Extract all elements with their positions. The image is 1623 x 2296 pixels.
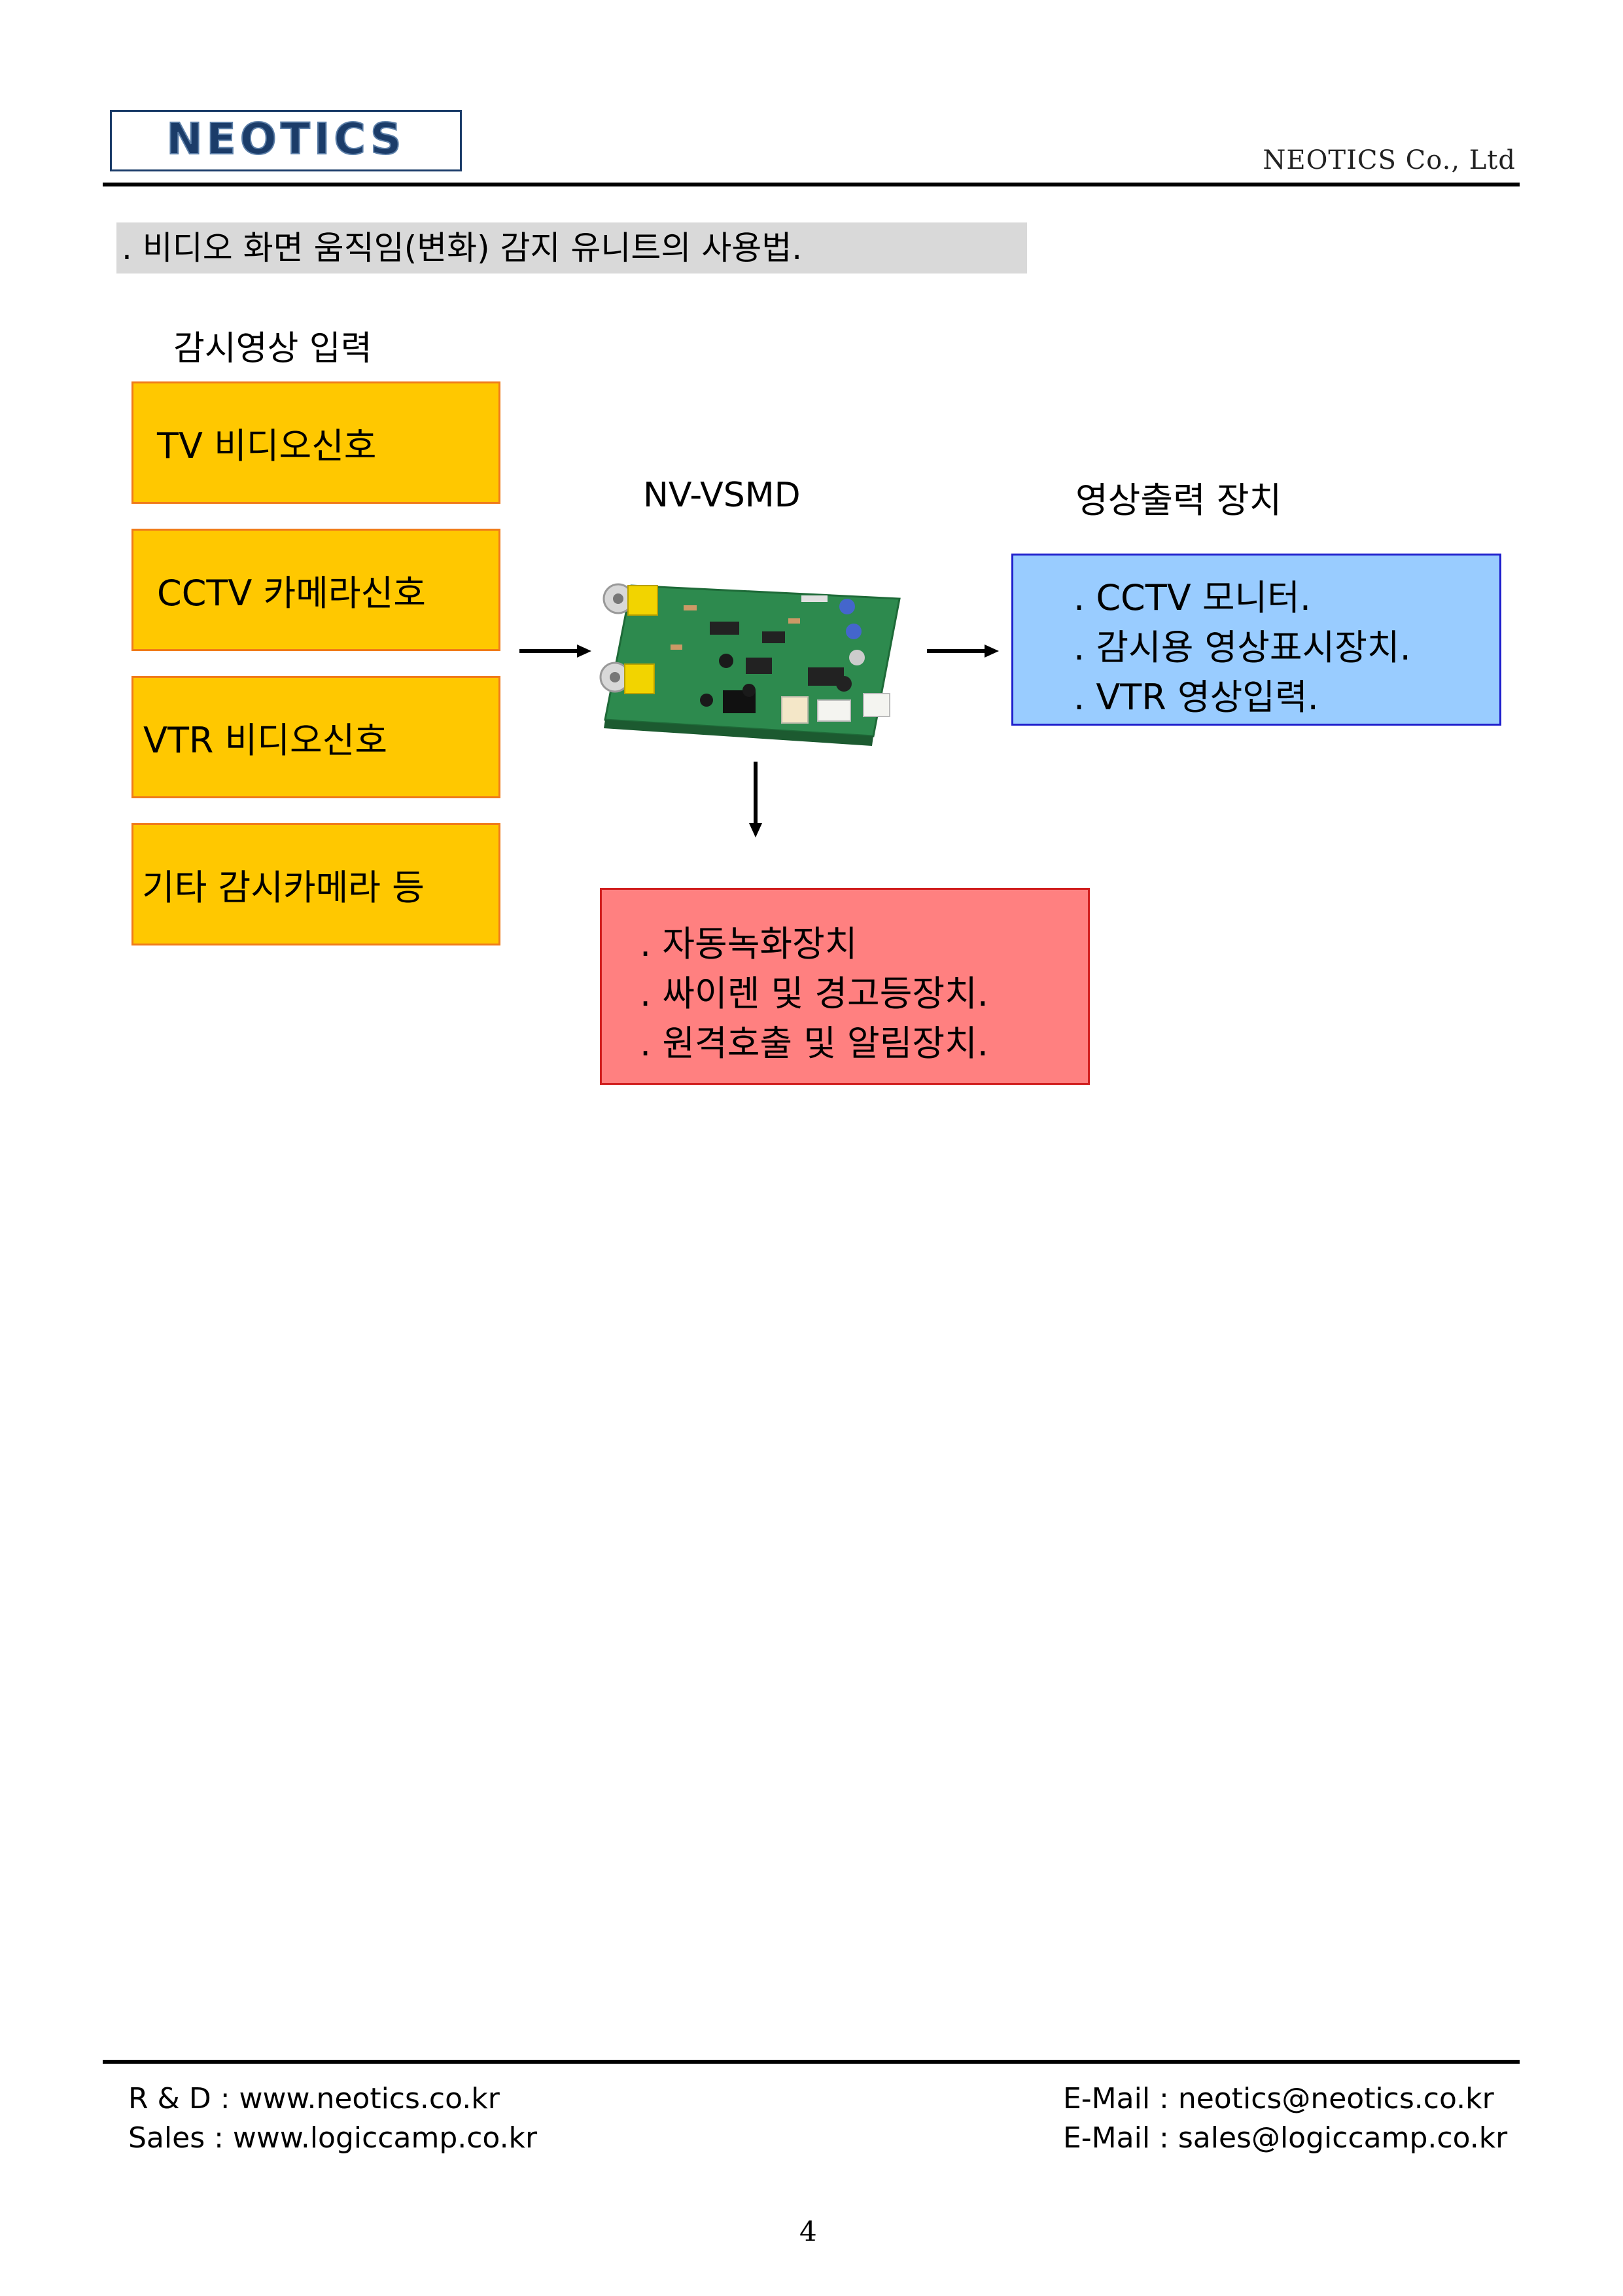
footer-email-rd: E-Mail : neotics@neotics.co.kr bbox=[1063, 2082, 1494, 2115]
input-box-other: 기타 감시카메라 등 bbox=[131, 823, 500, 945]
output-item: . 감시용 영상표시장치. bbox=[1073, 627, 1411, 668]
input-box-label: CCTV 카메라신호 bbox=[157, 573, 426, 614]
section-title: . 비디오 화면 움직임(변화) 감지 유니트의 사용법. bbox=[116, 222, 1027, 274]
footer-email-sales: E-Mail : sales@logiccamp.co.kr bbox=[1063, 2121, 1508, 2155]
input-label: 감시영상 입력 bbox=[173, 329, 372, 368]
alarm-item: . 자동녹화장치 bbox=[640, 923, 858, 964]
footer-rd: R & D : www.neotics.co.kr bbox=[128, 2082, 500, 2115]
footer-divider bbox=[103, 2060, 1520, 2064]
pcb-board-image bbox=[599, 583, 901, 746]
company-logo: NEOTICS bbox=[110, 110, 462, 171]
arrow-down-icon bbox=[749, 762, 762, 838]
input-box-tv: TV 비디오신호 bbox=[131, 381, 500, 504]
alarm-devices-box: . 자동녹화장치 . 싸이렌 및 경고등장치. . 원격호출 및 알림장치. bbox=[600, 888, 1090, 1085]
alarm-item: . 원격호출 및 알림장치. bbox=[640, 1023, 988, 1064]
input-box-label: TV 비디오신호 bbox=[157, 425, 377, 467]
output-devices-box: . CCTV 모니터. . 감시용 영상표시장치. . VTR 영상입력. bbox=[1011, 554, 1501, 726]
header-divider bbox=[103, 183, 1520, 186]
arrow-right-icon bbox=[927, 645, 999, 658]
output-item: . CCTV 모니터. bbox=[1073, 577, 1312, 618]
input-box-label: VTR 비디오신호 bbox=[143, 720, 388, 761]
input-box-label: 기타 감시카메라 등 bbox=[142, 867, 425, 908]
arrow-right-icon bbox=[519, 645, 591, 658]
footer-sales: Sales : www.logiccamp.co.kr bbox=[128, 2121, 538, 2155]
logo-text: NEOTICS bbox=[166, 114, 405, 164]
output-label: 영상출력 장치 bbox=[1075, 480, 1282, 521]
input-box-cctv: CCTV 카메라신호 bbox=[131, 529, 500, 651]
output-item: . VTR 영상입력. bbox=[1073, 677, 1319, 718]
alarm-item: . 싸이렌 및 경고등장치. bbox=[640, 973, 988, 1014]
page-number: 4 bbox=[799, 2216, 817, 2248]
company-name: NEOTICS Co., Ltd bbox=[1263, 145, 1516, 175]
input-box-vtr: VTR 비디오신호 bbox=[131, 676, 500, 798]
device-label: NV-VSMD bbox=[643, 476, 801, 515]
